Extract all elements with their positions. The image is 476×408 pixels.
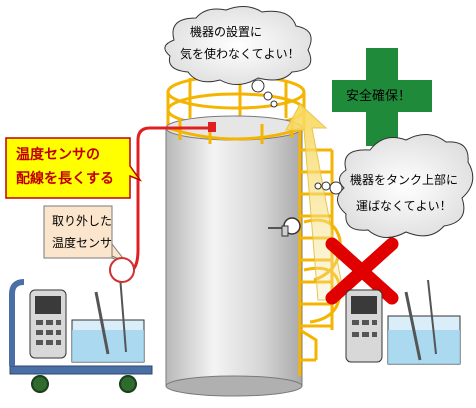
ground-bath-icon bbox=[387, 279, 461, 365]
removed-sensor-line1: 取り外した bbox=[52, 214, 113, 228]
cloud-right-line1: 機器をタンク上部に bbox=[350, 173, 459, 187]
cart-bath-icon bbox=[71, 257, 145, 363]
safety-label: 安全確保！ bbox=[346, 89, 412, 104]
cart bbox=[9, 279, 153, 393]
mounted-sensor-icon bbox=[268, 217, 301, 237]
tank bbox=[165, 115, 303, 397]
cloud-right-line2: 運ばなくてよい！ bbox=[356, 199, 452, 213]
ladder-cage-front bbox=[167, 120, 305, 144]
callout-box bbox=[5, 137, 143, 199]
cart-meter-icon bbox=[29, 289, 67, 359]
safety-plus-icon bbox=[332, 48, 432, 146]
cloud-top-line1: 機器の設置に bbox=[190, 25, 263, 39]
cloud-top-line2: 気を使わなくてよい！ bbox=[180, 47, 300, 61]
callout-line2: 配線を長くする bbox=[16, 171, 114, 187]
cross-mark-icon bbox=[325, 237, 399, 305]
callout-line1: 温度センサの bbox=[16, 147, 100, 163]
cable-connector bbox=[208, 122, 216, 132]
ground-meter-icon bbox=[345, 289, 383, 363]
removed-sensor-line2: 温度センサ bbox=[52, 236, 113, 250]
thought-cloud-right bbox=[314, 134, 474, 238]
thought-cloud-top bbox=[164, 6, 312, 108]
